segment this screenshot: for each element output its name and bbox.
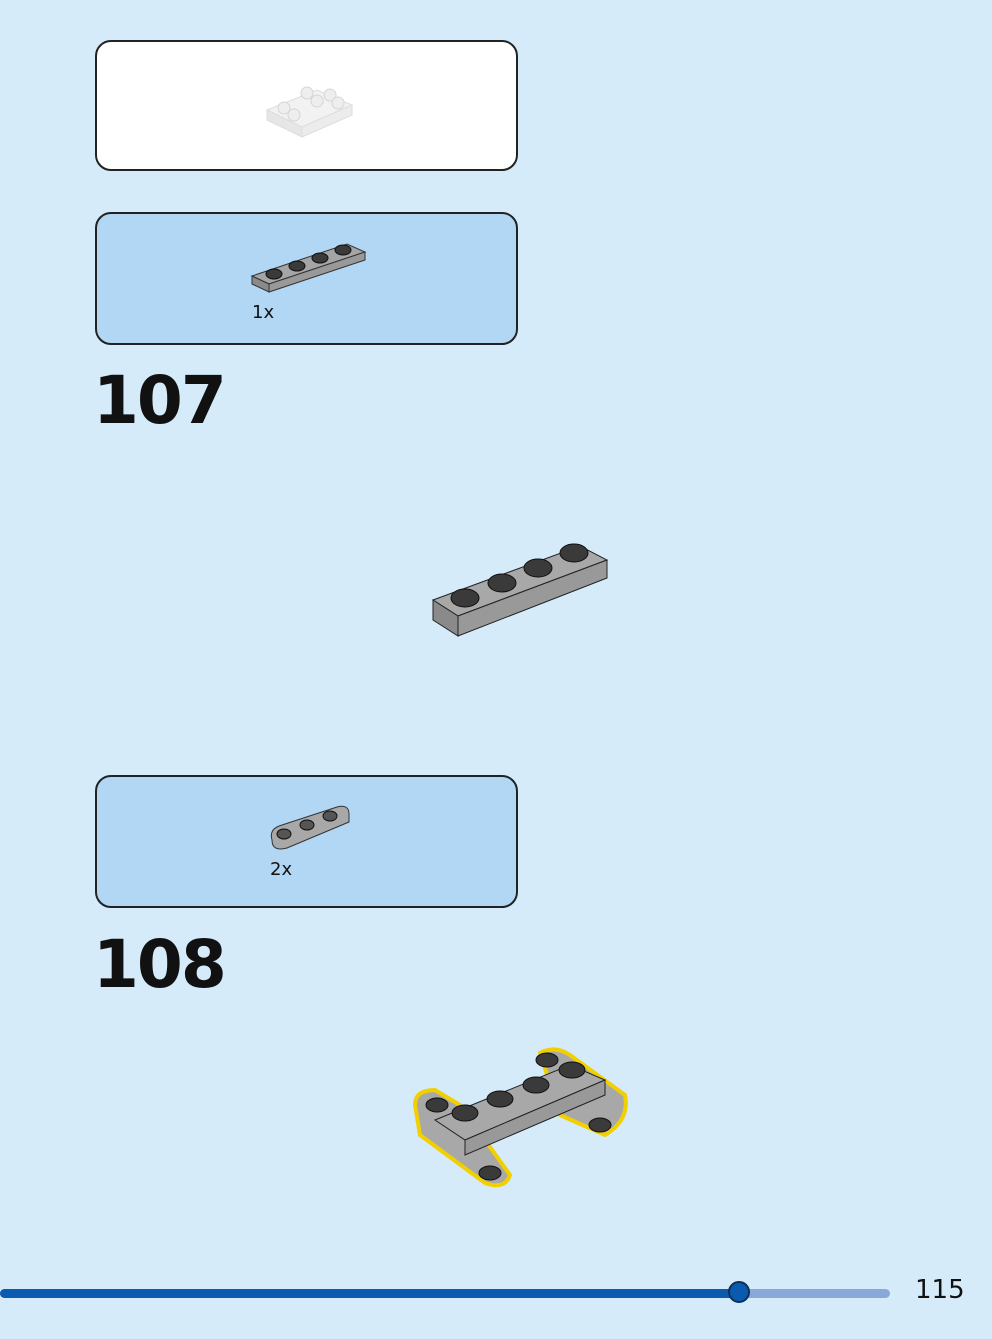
parts-list-step-108: 2x	[95, 775, 518, 908]
page-number: 115	[915, 1275, 965, 1305]
progress-bar	[0, 1281, 890, 1303]
step-number: 108	[93, 926, 227, 1003]
submodel-ghost-image	[265, 86, 354, 138]
step-number: 107	[93, 362, 227, 439]
step-108-assembly-image	[412, 1047, 628, 1188]
part-quantity: 1x	[252, 302, 275, 323]
progress-knob	[727, 1281, 750, 1303]
progress-fill	[0, 1289, 739, 1298]
step-107-assembly-image	[431, 543, 609, 637]
plate-1x3-rounded-icon	[270, 805, 350, 850]
part-quantity: 2x	[270, 859, 293, 880]
previous-model-preview	[95, 40, 518, 171]
parts-list-step-107: 1x	[95, 212, 518, 345]
plate-1x4-icon	[250, 243, 367, 293]
